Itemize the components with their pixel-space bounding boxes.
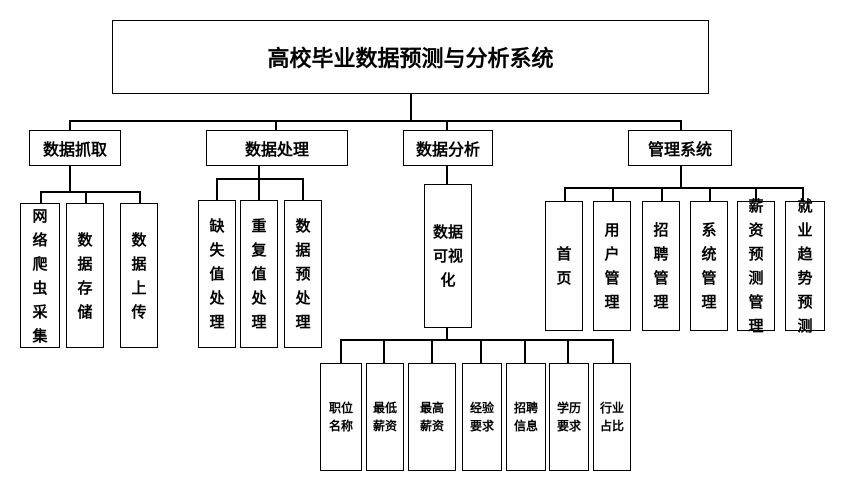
root-title: 高校毕业数据预测与分析系统 — [112, 20, 709, 94]
connector — [85, 191, 87, 203]
viz-recruit-info: 招聘信息 — [506, 363, 546, 471]
connector — [69, 120, 71, 130]
leaf-label: 数据上传 — [131, 230, 147, 321]
viz-education: 学历要求 — [549, 363, 589, 471]
leaf-label: 重复值处理 — [251, 217, 267, 331]
connector — [69, 166, 71, 192]
leaf-label: 数据预处理 — [295, 217, 311, 331]
viz-label: 最高薪资 — [419, 401, 444, 433]
leaf-label: 缺失值处理 — [209, 217, 225, 331]
connector — [564, 187, 566, 201]
connector — [216, 178, 304, 180]
viz-max-salary: 最高薪资 — [408, 363, 456, 471]
leaf-employment-trend: 就业趋势预测 — [785, 197, 825, 335]
connector — [755, 187, 757, 201]
leaf-label: 系统管理 — [701, 221, 717, 311]
viz-experience: 经验要求 — [462, 363, 502, 471]
leaf-label: 数据存储 — [77, 230, 93, 321]
connector — [524, 339, 526, 363]
module-management: 管理系统 — [628, 130, 732, 166]
connector — [216, 178, 218, 200]
connector — [661, 187, 663, 201]
leaf-label: 首页 — [556, 245, 572, 287]
connector — [567, 339, 569, 363]
connector — [446, 166, 448, 184]
module-data-processing: 数据处理 — [206, 130, 348, 166]
leaf-crawler-collection: 网络爬虫采集 — [20, 203, 60, 348]
leaf-label: 用户管理 — [604, 221, 620, 311]
connector — [612, 187, 614, 201]
connector — [302, 178, 304, 200]
viz-label: 经验要求 — [469, 401, 494, 433]
module-data-analysis: 数据分析 — [403, 130, 493, 166]
viz-label: 招聘信息 — [513, 401, 538, 433]
connector — [40, 191, 140, 193]
connector — [564, 187, 804, 189]
viz-job-title: 职位名称 — [320, 363, 362, 471]
viz-label: 学历要求 — [556, 401, 581, 433]
viz-industry-share: 行业占比 — [593, 363, 631, 471]
connector — [446, 328, 448, 340]
module-data-crawl: 数据抓取 — [29, 130, 121, 166]
connector — [709, 187, 711, 201]
leaf-home: 首页 — [545, 201, 583, 331]
connector — [340, 339, 614, 341]
viz-label: 职位名称 — [328, 401, 353, 433]
connector — [383, 339, 385, 363]
connector — [612, 339, 614, 363]
leaf-missing-value: 缺失值处理 — [198, 200, 236, 348]
leaf-data-storage: 数据存储 — [66, 203, 104, 348]
leaf-preprocessing: 数据预处理 — [284, 200, 322, 348]
connector — [340, 339, 342, 363]
connector — [275, 120, 277, 130]
connector — [69, 120, 681, 122]
leaf-duplicate-value: 重复值处理 — [240, 200, 278, 348]
connector — [40, 191, 42, 203]
leaf-data-upload: 数据上传 — [120, 203, 158, 348]
leaf-system-management: 系统管理 — [690, 201, 728, 331]
connector — [480, 339, 482, 363]
connector — [680, 120, 682, 130]
connector — [446, 120, 448, 130]
leaf-label: 招聘管理 — [653, 221, 669, 311]
leaf-label: 数据可视化 — [432, 223, 463, 289]
leaf-label: 就业趋势预测 — [797, 197, 813, 335]
connector — [802, 187, 804, 201]
viz-label: 最低薪资 — [372, 401, 397, 433]
viz-label: 行业占比 — [599, 401, 624, 433]
connector — [258, 166, 260, 179]
connector — [680, 166, 682, 188]
leaf-visualization: 数据可视化 — [424, 184, 472, 328]
connector — [258, 178, 260, 200]
connector — [139, 191, 141, 203]
leaf-label: 薪资预测管理 — [748, 197, 764, 335]
leaf-recruit-management: 招聘管理 — [642, 201, 680, 331]
viz-min-salary: 最低薪资 — [366, 363, 404, 471]
leaf-user-management: 用户管理 — [593, 201, 631, 331]
leaf-label: 网络爬虫采集 — [32, 206, 48, 345]
connector — [410, 94, 412, 121]
leaf-salary-prediction: 薪资预测管理 — [737, 197, 775, 335]
connector — [431, 339, 433, 363]
